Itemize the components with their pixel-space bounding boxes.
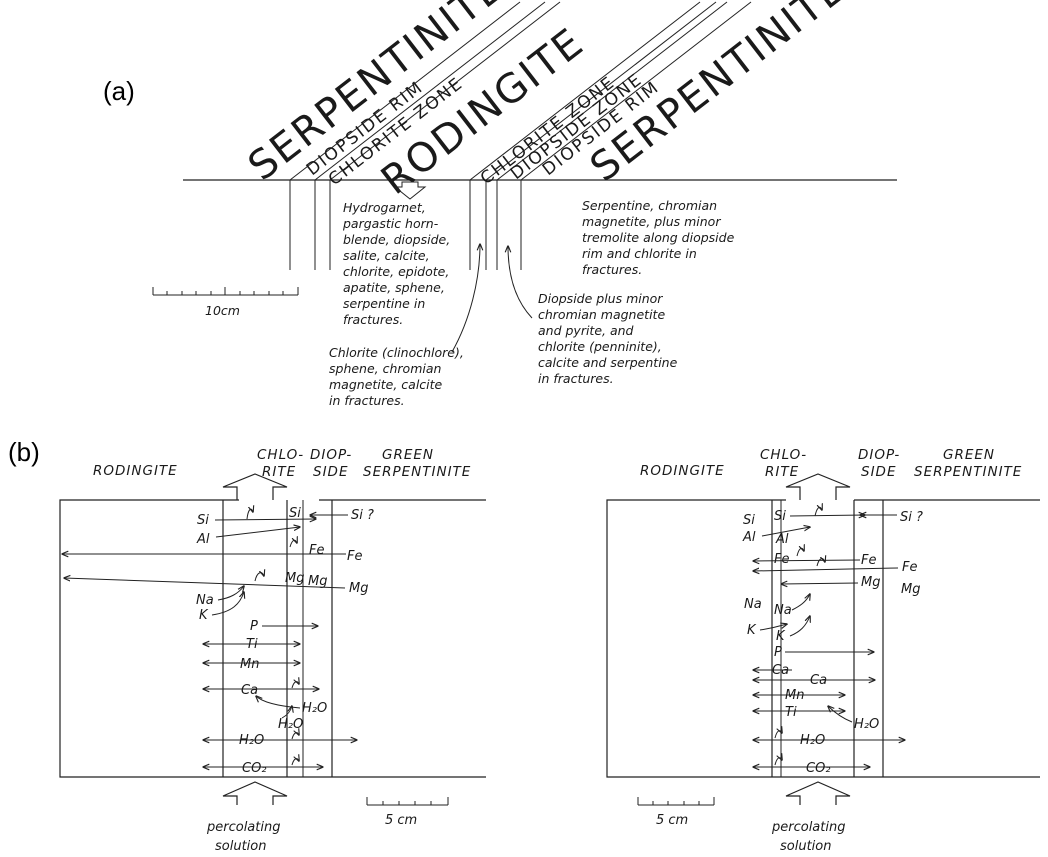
el-ti: Ti [246, 637, 258, 652]
header-diopside-1-r: DIOP- [858, 447, 900, 463]
diopside-pointer-arrow [508, 246, 532, 318]
inflow-arrow-icon-r [786, 782, 850, 805]
el-si-q: Si ? [351, 508, 374, 523]
el-na-r: Na [744, 597, 762, 612]
el-na-2-r: Na [774, 603, 792, 618]
element-fluxes-right: Si Si Si ? Al Al Fe Fe Fe Mg Mg Na [742, 507, 923, 776]
panel-b-label: (b) [8, 437, 40, 467]
scale-label-a: 10cm [205, 303, 240, 318]
el-k-r: K [747, 623, 757, 638]
header-serp-1: GREEN [382, 447, 434, 463]
note-diopside: Diopside plus minor chromian magnetite a… [538, 291, 681, 386]
header-diopside-2-r: SIDE [861, 464, 896, 480]
solution-label-1-r: percolating [771, 820, 845, 835]
panel-a-label: (a) [103, 76, 135, 106]
scale-bar-a: 10cm [153, 287, 298, 318]
el-fe-2-r: Fe [861, 553, 876, 568]
note-serpentinite: Serpentine, chromian magnetite, plus min… [582, 198, 738, 277]
diagram-left: RODINGITE CHLO- RITE DIOP- SIDE GREEN SE… [60, 447, 486, 854]
diagram-right: RODINGITE CHLO- RITE DIOP- SIDE GREEN SE… [607, 447, 1040, 854]
el-si-2-r: Si [743, 513, 755, 528]
el-al-2-r: Al [775, 532, 789, 547]
header-serp-2-r: SERPENTINITE [914, 464, 1022, 480]
scale-bar-left: 5 cm [367, 797, 448, 828]
el-si-r: Si [774, 509, 786, 524]
el-si-2: Si [289, 506, 301, 521]
el-co2-r: CO₂ [806, 761, 831, 776]
header-diopside-2: SIDE [313, 464, 348, 480]
header-serp-1-r: GREEN [943, 447, 995, 463]
header-chlorite-1-r: CHLO- [760, 447, 807, 463]
el-mg-2-r: Mg [901, 582, 920, 597]
left-frame [60, 500, 486, 777]
note-rodingite: Hydrogarnet, pargastic horn- blende, dio… [342, 200, 454, 327]
el-fe: Fe [309, 543, 324, 558]
header-rodingite-r: RODINGITE [640, 463, 725, 479]
el-h2o-b: H₂O [278, 717, 303, 732]
el-h2o-a-r: H₂O [854, 717, 879, 732]
header-chlorite-2: RITE [262, 464, 296, 480]
el-si-q-r: Si ? [900, 510, 923, 525]
el-p-r: P [774, 645, 782, 660]
header-diopside-1: DIOP- [310, 447, 352, 463]
inflow-arrow-icon [223, 782, 287, 805]
solution-label-2-r: solution [780, 839, 831, 854]
header-chlorite-1: CHLO- [257, 447, 304, 463]
el-fe-r: Fe [774, 552, 789, 567]
el-ca-2-r: Ca [810, 673, 827, 688]
el-mn-r: Mn [785, 688, 804, 703]
header-serp-2: SERPENTINITE [363, 464, 471, 480]
el-al: Al [196, 532, 210, 547]
el-fe-3-r: Fe [902, 560, 917, 575]
el-h2o-a: H₂O [302, 701, 327, 716]
el-al-r: Al [742, 530, 756, 545]
el-fe-2: Fe [347, 549, 362, 564]
el-mn: Mn [240, 657, 259, 672]
element-fluxes-left: Si Si Si ? Al Fe Fe Mg Mg Mg Na K [62, 506, 374, 776]
panel-b: (b) RODINGITE CHLO- RITE DIOP- SIDE GREE… [8, 437, 1040, 854]
header-chlorite-2-r: RITE [765, 464, 799, 480]
scale-bar-right: 5 cm [638, 797, 714, 828]
zone-labels: SERPENTINITE DIOPSIDE RIM CHLORITE ZONE … [240, 0, 855, 204]
el-na: Na [196, 593, 214, 608]
note-chlorite: Chlorite (clinochlore), sphene, chromian… [329, 345, 468, 408]
el-p: P [250, 619, 258, 634]
scale-label-right: 5 cm [656, 813, 688, 828]
header-rodingite: RODINGITE [93, 463, 178, 479]
el-si: Si [197, 513, 209, 528]
el-ti-r: Ti [785, 705, 797, 720]
solution-label-2: solution [215, 839, 266, 854]
el-h2o-b-r: H₂O [800, 733, 825, 748]
el-h2o-c: H₂O [239, 733, 264, 748]
el-ca: Ca [241, 683, 258, 698]
el-mg-r: Mg [861, 575, 880, 590]
el-mg-3: Mg [349, 581, 368, 596]
el-k: K [199, 608, 209, 623]
solution-label-1: percolating [206, 820, 280, 835]
scale-label-left: 5 cm [385, 813, 417, 828]
chlorite-pointer-arrow [452, 244, 480, 352]
el-k-2-r: K [776, 629, 786, 644]
el-co2: CO₂ [242, 761, 267, 776]
el-mg: Mg [285, 571, 304, 586]
panel-a: (a) SERPENTINITE DIOPSIDE RIM [103, 0, 897, 408]
